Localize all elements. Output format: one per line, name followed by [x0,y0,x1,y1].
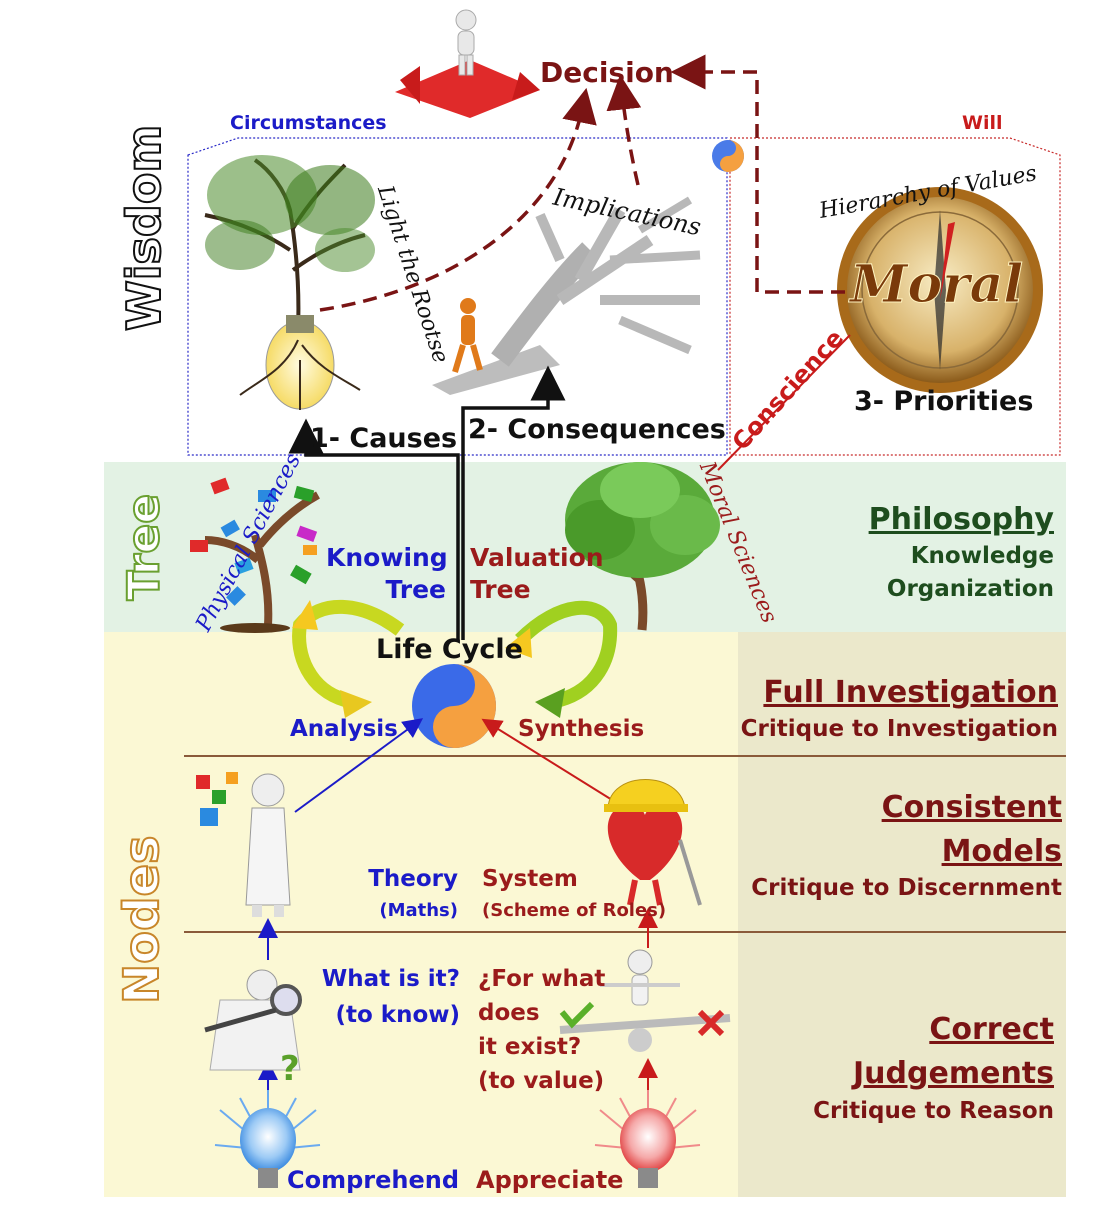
knowing-tree-label: Tree [385,575,446,604]
theory-to-cycle-line [294,718,424,813]
consistent-label: Consistent [881,790,1062,825]
comprehend-label: Comprehend [287,1166,460,1194]
does-label: does [478,1000,540,1026]
trunk-to-consequences-line [461,365,566,640]
analysis-label: Analysis [290,716,398,742]
philosophy-label: Philosophy [868,502,1054,537]
valuation-tree-label: Tree [470,575,531,604]
right-band [738,632,1066,1197]
knowing-label: Knowing [326,543,448,572]
consequences-to-decision-line [606,74,642,186]
conscience-line [717,334,851,471]
for-what-label: ¿For what [478,966,606,992]
trunk-to-causes-line [288,418,460,640]
valuation-label: Valuation [470,543,604,572]
balance-person-icon [559,949,731,1052]
circumstances-box [187,137,728,456]
heart-worker-icon [604,779,702,906]
priorities-label: 3- Priorities [854,386,1034,417]
wisdom-side-label: Wisdom [116,124,172,332]
theory-label: Theory [368,866,458,892]
what-is-it-label: What is it? [321,966,460,992]
nodes-side-label: Nodes [113,834,171,1005]
models-label: Models [941,834,1062,869]
svg-text:?: ? [280,1049,300,1089]
to-know-label: (to know) [335,1002,460,1028]
tree-side-label: Tree [118,493,171,602]
system-label: System [482,866,578,892]
scientist-icon [196,772,291,917]
scheme-of-roles-label: (Scheme of Roles) [482,900,667,921]
causes-label: 1- Causes [310,423,458,454]
circumstances-label: Circumstances [230,112,387,134]
critique-reason-label: Critique to Reason [813,1098,1054,1124]
full-investigation-label: Full Investigation [763,675,1058,710]
blue-bulb-icon [214,1090,321,1188]
synthesis-label: Synthesis [518,716,645,742]
appreciate-label: Appreciate [476,1166,624,1194]
it-exist-label: it exist? [478,1034,582,1060]
knowledge-label: Knowledge [910,543,1054,569]
life-cycle-label: Life Cycle [376,634,523,665]
lightbulb-tree-icon [204,155,375,410]
critique-discernment-label: Critique to Discernment [751,875,1062,901]
knowing-tree-icon [190,477,320,633]
consequences-label: 2- Consequences [468,414,726,445]
valuation-tree-icon [565,462,720,631]
cycle-arrows-icon [292,599,618,718]
organization-label: Organization [886,576,1054,602]
decision-label: Decision [540,56,674,89]
to-value-label: (to value) [478,1068,605,1094]
will-box [729,137,1061,456]
red-bulb-icon [594,1090,701,1188]
moral-badge-label: Moral [849,254,1024,316]
critique-investigation-label: Critique to Investigation [740,716,1058,742]
maths-label: (Maths) [379,900,458,921]
correct-label: Correct [929,1012,1054,1047]
causes-to-decision-line [319,87,597,312]
crossroads-person-icon [395,9,540,118]
yin-yang-large-icon [412,664,496,748]
will-label: Will [962,112,1003,134]
magnifier-person-icon: ? [204,969,302,1089]
priorities-to-decision-line [670,54,845,294]
moral-compass-icon [837,187,1043,393]
judgements-label: Judgements [853,1056,1054,1091]
yin-yang-small-icon [712,140,744,172]
branching-arrows-icon [432,196,701,395]
system-to-cycle-line [481,718,626,809]
